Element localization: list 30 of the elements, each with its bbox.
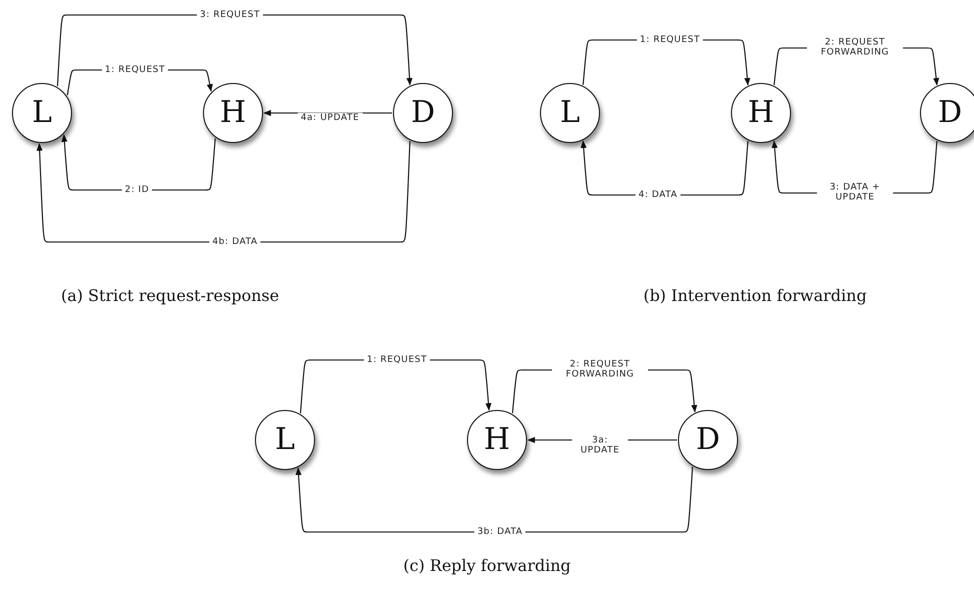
node-circle [731, 83, 791, 143]
node-circle [920, 83, 974, 143]
arrow [295, 466, 694, 533]
node-label: L [560, 98, 580, 128]
arrow [36, 141, 410, 243]
caption: (b) Intervention forwarding [643, 286, 867, 305]
node-circle [255, 410, 315, 470]
node-label: D [696, 425, 720, 455]
node-circle [678, 410, 738, 470]
node-circle [203, 83, 263, 143]
node-circle [393, 83, 453, 143]
edge-label: 3b: DATA [474, 526, 526, 538]
edge-label: 3: REQUEST [196, 10, 264, 20]
edge-label: 1: REQUEST [636, 34, 704, 46]
node-label: L [32, 98, 52, 128]
node-circle [467, 410, 527, 470]
node-label: H [220, 98, 246, 128]
node-circle [540, 83, 600, 143]
edge-label: 1: REQUEST [364, 354, 430, 366]
node-label: L [275, 425, 295, 455]
node-label: H [748, 98, 774, 128]
edge-label: 4a: UPDATE [298, 112, 362, 124]
caption: (c) Reply forwarding [403, 556, 571, 575]
node-label: D [410, 98, 436, 128]
edge-label: 4b: DATA [209, 236, 261, 248]
edge-label: 1: REQUEST [102, 64, 168, 76]
node-circle [12, 83, 72, 143]
node-label: H [484, 425, 510, 455]
node-label: D [938, 98, 962, 128]
caption: (a) Strict request-response [60, 286, 280, 305]
